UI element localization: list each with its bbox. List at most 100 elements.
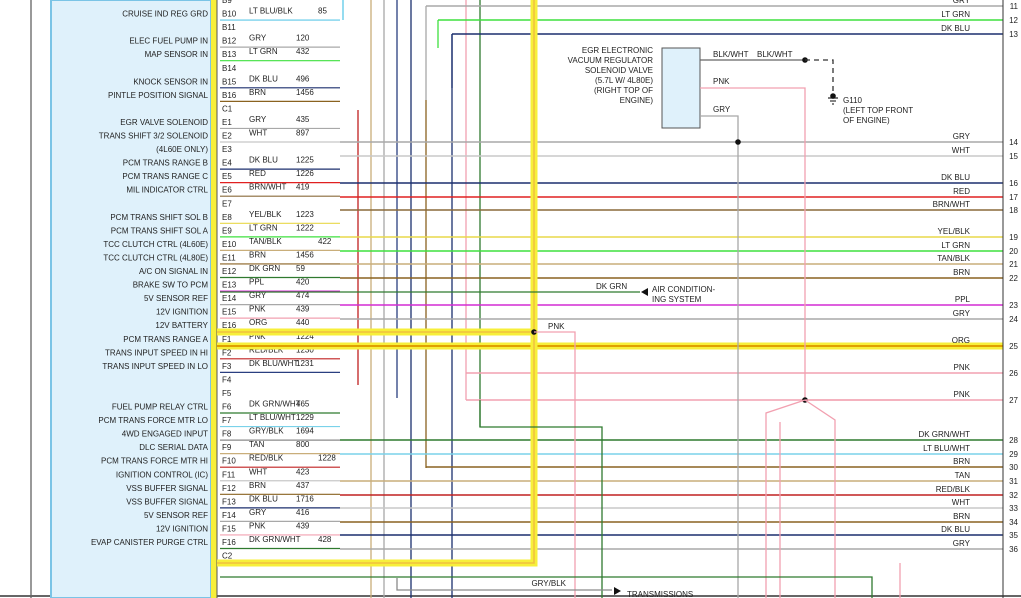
wire-ref-number: 24 xyxy=(1009,315,1018,324)
wire-ref-number: 22 xyxy=(1009,274,1018,283)
pin-function-label: VSS BUFFER SIGNAL xyxy=(126,484,208,493)
pin-function-label: TRANS SHIFT 3/2 SOLENOID xyxy=(99,132,208,141)
wire-ref-number: 33 xyxy=(1009,504,1018,513)
wire-color-label: BRN xyxy=(249,250,266,259)
pnk-tap-wire xyxy=(534,331,576,598)
right-wire-color-label: RED xyxy=(953,187,970,196)
circuit-number: 435 xyxy=(296,115,310,124)
pin-id: E9 xyxy=(222,226,232,235)
circuit-number: 1231 xyxy=(296,359,314,368)
circuit-number: 419 xyxy=(296,183,310,192)
egr-pin1-label: BLK/WHT xyxy=(713,50,749,59)
pin-id: E3 xyxy=(222,145,232,154)
pin-function-label: PCM TRANS RANGE B xyxy=(123,159,208,168)
wire-ref-number: 31 xyxy=(1009,477,1018,486)
wire-ref-number: 18 xyxy=(1009,206,1018,215)
egr-title-line: VACUUM REGULATOR xyxy=(568,56,654,65)
pin-id: E11 xyxy=(222,253,236,262)
wire-ref-number: 13 xyxy=(1009,30,1018,39)
pin-id: B13 xyxy=(222,50,237,59)
wire-color-label: WHT xyxy=(249,467,267,476)
pin-id: B16 xyxy=(222,91,237,100)
pin-function-label: IGNITION CONTROL (IC) xyxy=(116,470,208,479)
pin-id: B11 xyxy=(222,23,236,32)
right-wire-color-label: WHT xyxy=(952,146,970,155)
right-wire-color-label: PNK xyxy=(954,363,971,372)
circuit-number: 416 xyxy=(296,508,310,517)
wire-color-label: GRY xyxy=(249,115,267,124)
wire-color-label: DK GRN/WHT xyxy=(249,400,301,409)
pin-function-label: A/C ON SIGNAL IN xyxy=(139,267,208,276)
ground-location: (LEFT TOP FRONT xyxy=(843,106,913,115)
right-wire-color-label: BRN/WHT xyxy=(933,200,970,209)
wire-color-label: GRY xyxy=(249,34,267,43)
circuit-number: 1456 xyxy=(296,88,314,97)
wire-ref-number: 11 xyxy=(1010,2,1019,11)
pin-function-label: VSS BUFFER SIGNAL xyxy=(126,497,208,506)
pin-function-label: 12V IGNITION xyxy=(156,308,208,317)
right-wire-color-label: PPL xyxy=(955,295,971,304)
bottom-wire-label: GRY/BLK xyxy=(531,579,566,588)
circuit-number: 1228 xyxy=(318,454,336,463)
pin-function-label: PCM TRANS RANGE C xyxy=(122,172,208,181)
circuit-number: 800 xyxy=(296,440,310,449)
wire-color-label: WHT xyxy=(249,129,267,138)
pin-function-label: PINTLE POSITION SIGNAL xyxy=(108,91,209,100)
pin-id: F10 xyxy=(222,457,236,466)
transmissions-label: TRANSMISSIONS xyxy=(627,590,693,598)
wire-color-label: GRY xyxy=(249,291,267,300)
pin-function-label: 5V SENSOR REF xyxy=(144,294,208,303)
pin-id: F1 xyxy=(222,335,232,344)
wire-color-label: DK BLU/WHT xyxy=(249,359,298,368)
pin-function-label: 4WD ENGAGED INPUT xyxy=(122,430,208,439)
pin-function-label: TCC CLUTCH CTRL (4L80E) xyxy=(103,253,208,262)
pin-id: F12 xyxy=(222,484,236,493)
pin-id: E1 xyxy=(222,118,232,127)
circuit-number: 1224 xyxy=(296,332,314,341)
circuit-number: 1225 xyxy=(296,156,314,165)
wire-ref-number: 12 xyxy=(1009,16,1018,25)
pin-id: F14 xyxy=(222,511,236,520)
pin-id: F15 xyxy=(222,524,236,533)
pin-id: C1 xyxy=(222,104,233,113)
pin-function-label: PCM TRANS FORCE MTR LO xyxy=(98,416,208,425)
circuit-number: 423 xyxy=(296,467,310,476)
pin-id: F6 xyxy=(222,403,232,412)
wire-ref-number: 26 xyxy=(1009,369,1018,378)
wire-color-label: PPL xyxy=(249,278,265,287)
wire-ref-number: 30 xyxy=(1009,463,1018,472)
circuit-number: 897 xyxy=(296,129,310,138)
pin-id: B12 xyxy=(222,37,237,46)
ac-destination-label: AIR CONDITION- xyxy=(652,285,715,294)
wire-color-label: DK GRN xyxy=(249,264,280,273)
ground-dashed-wire xyxy=(805,59,834,92)
wire-color-label: LT GRN xyxy=(249,223,278,232)
pin-id: E2 xyxy=(222,132,232,141)
transmissions-arrow-icon xyxy=(614,587,621,595)
egr-pin2-wire xyxy=(700,87,806,400)
wire-color-label: PNK xyxy=(249,305,266,314)
pin-id: B15 xyxy=(222,77,237,86)
wire-ref-number: 34 xyxy=(1009,518,1018,527)
wire-ref-number: 27 xyxy=(1009,396,1018,405)
egr-pin2-label: PNK xyxy=(713,77,730,86)
wire-color-label: GRY xyxy=(249,508,267,517)
pin-id: B14 xyxy=(222,64,237,73)
right-wire-color-label: YEL/BLK xyxy=(938,227,971,236)
pin-function-label: PCM TRANS SHIFT SOL A xyxy=(111,226,209,235)
pin-function-label: CRUISE IND REG GRD xyxy=(122,10,208,19)
right-wire-color-label: GRY xyxy=(953,0,971,5)
egr-title-line: EGR ELECTRONIC xyxy=(582,46,653,55)
top-wire-color-label: GRY xyxy=(953,0,971,1)
ign-wire-2 xyxy=(217,332,535,564)
circuit-number: 432 xyxy=(296,47,310,56)
pin-id: E15 xyxy=(222,308,237,317)
pin-id: F11 xyxy=(222,470,236,479)
right-wire-color-label: WHT xyxy=(952,498,970,507)
wire-color-label: YEL/BLK xyxy=(249,210,282,219)
circuit-number: 59 xyxy=(296,264,305,273)
wire-color-label: RED/BLK xyxy=(249,454,284,463)
wire-ref-number: 29 xyxy=(1009,450,1018,459)
right-wire-color-label: DK GRN/WHT xyxy=(918,430,970,439)
wire-ref-number: 25 xyxy=(1009,342,1018,351)
